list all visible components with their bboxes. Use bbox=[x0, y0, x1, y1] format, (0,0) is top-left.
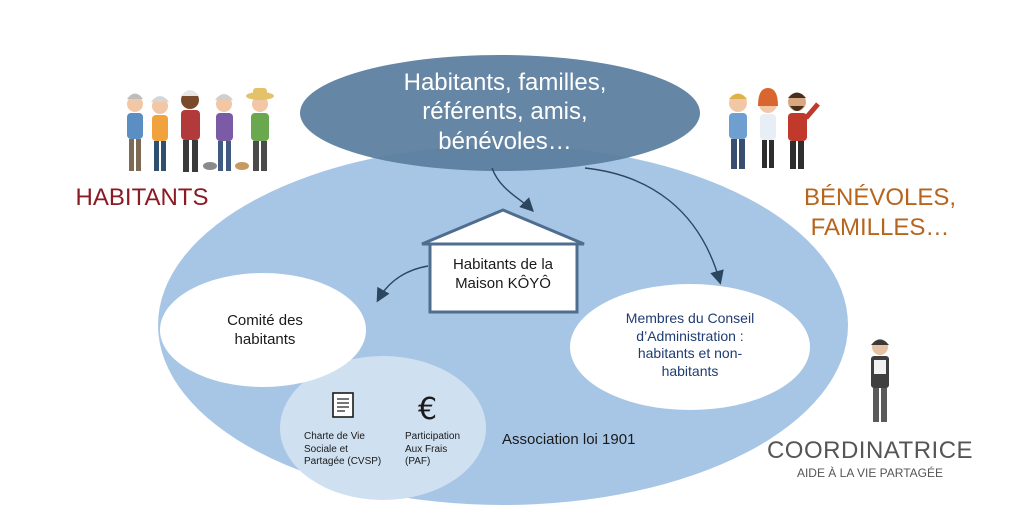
arrow-to-comite bbox=[376, 265, 429, 303]
euro-icon: € bbox=[418, 392, 438, 427]
membres-line-1: Membres du Conseil bbox=[625, 310, 755, 326]
benevoles-label: BÉNÉVOLES, FAMILLES… bbox=[790, 183, 970, 243]
habitants-illustration bbox=[127, 88, 274, 172]
cvsp-line-1: Charte de Vie bbox=[304, 431, 365, 442]
membres-text: Membres du Conseil d’Administration : ha… bbox=[585, 310, 795, 380]
habitants-label: HABITANTS bbox=[75, 184, 209, 211]
top-line-3: bénévoles… bbox=[438, 127, 572, 155]
comite-line-1: Comité des bbox=[227, 312, 303, 329]
coordinatrice-subtitle: AIDE À LA VIE PARTAGÉE bbox=[796, 466, 944, 480]
house-line-2: Maison KÔYÔ bbox=[455, 274, 551, 292]
comite-text: Comité des habitants bbox=[190, 312, 340, 350]
cvsp-text: Charte de Vie Sociale et Partagée (CVSP) bbox=[304, 431, 396, 469]
membres-ellipse bbox=[570, 284, 810, 410]
membres-line-2: d’Administration : bbox=[636, 327, 744, 344]
benevoles-illustration bbox=[729, 88, 820, 169]
house-shape bbox=[421, 208, 585, 314]
coordinatrice-illustration bbox=[871, 339, 889, 422]
top-line-1: Habitants, familles, bbox=[403, 69, 607, 96]
comite-line-2: habitants bbox=[234, 330, 296, 348]
benevoles-line-2: FAMILLES… bbox=[810, 214, 950, 241]
house-line-1: Habitants de la bbox=[452, 256, 554, 273]
arrow-to-house bbox=[491, 167, 534, 212]
arrow-to-membres bbox=[584, 167, 724, 285]
paf-line-1: Participation bbox=[405, 431, 461, 442]
cvsp-paf-circle bbox=[280, 356, 486, 500]
coordinatrice-label: COORDINATRICE bbox=[766, 437, 974, 464]
paf-line-3: (PAF) bbox=[405, 456, 431, 467]
membres-line-4: habitants bbox=[661, 362, 719, 379]
paf-line-2: Aux Frais bbox=[405, 443, 448, 455]
top-ellipse bbox=[300, 55, 700, 171]
cvsp-line-2: Sociale et bbox=[304, 443, 348, 455]
document-icon bbox=[332, 392, 354, 418]
association-label: Association loi 1901 bbox=[502, 431, 636, 448]
comite-ellipse bbox=[160, 273, 366, 387]
house-text: Habitants de la Maison KÔYÔ bbox=[428, 256, 578, 294]
top-line-2: référents, amis, bbox=[422, 98, 588, 126]
cvsp-line-3: Partagée (CVSP) bbox=[304, 456, 382, 467]
membres-line-3: habitants et non- bbox=[637, 345, 743, 361]
paf-text: Participation Aux Frais (PAF) bbox=[405, 431, 475, 469]
benevoles-line-1: BÉNÉVOLES, bbox=[803, 184, 957, 211]
top-group-text: Habitants, familles, référents, amis, bé… bbox=[370, 68, 640, 156]
